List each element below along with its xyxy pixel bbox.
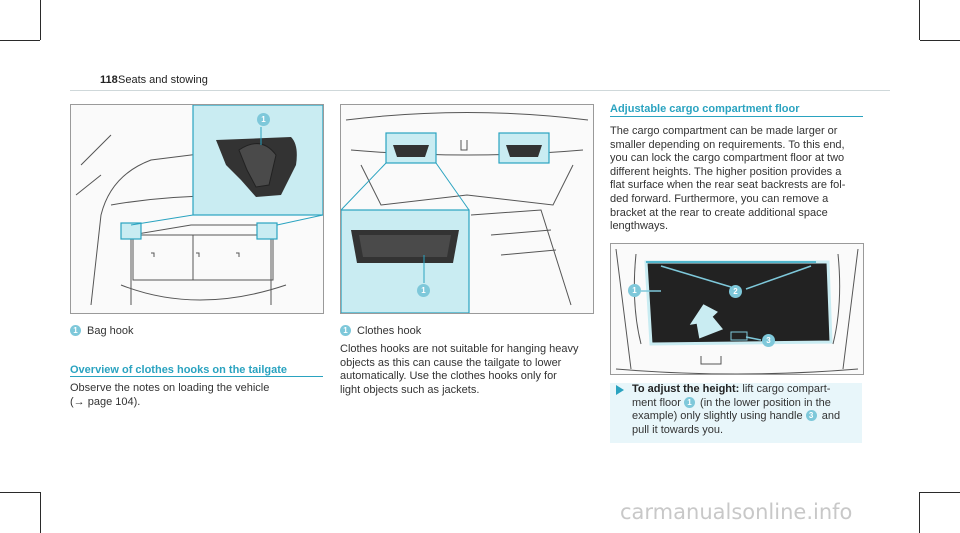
body-line: lengthways. xyxy=(610,220,669,233)
watermark: carmanualsonline.info xyxy=(620,500,853,524)
crop-mark xyxy=(919,0,920,40)
section-divider xyxy=(70,376,323,377)
step-text: and xyxy=(818,410,841,423)
figure-callout-badge: 2 xyxy=(729,285,742,298)
instruction-step-box xyxy=(610,383,862,443)
step-text: (in the lower position in the xyxy=(696,396,831,409)
body-line: you can lock the cargo compartment floor… xyxy=(610,152,845,165)
step-text: example) only slightly using handle xyxy=(632,410,806,423)
step-text: lift cargo compart- xyxy=(739,383,831,395)
step-text: ment floor xyxy=(632,396,684,409)
figure-caption: 1 Clothes hook xyxy=(340,325,421,337)
step-line: ment floor 1 (in the lower position in t… xyxy=(632,396,857,411)
body-line: ded forward. Furthermore, you can remove… xyxy=(610,192,829,205)
step-label: To adjust the height: xyxy=(632,383,740,395)
crop-mark xyxy=(920,40,960,41)
figure-callout-badge: 3 xyxy=(762,334,775,347)
step-arrow-icon xyxy=(616,385,624,395)
step-line: pull it towards you. xyxy=(632,423,724,436)
page-header-title: Seats and stowing xyxy=(118,74,208,86)
body-line: smaller depending on requirements. To th… xyxy=(610,138,845,151)
instruction-step: To adjust the height: lift cargo compart… xyxy=(632,383,857,437)
step-line: example) only slightly using handle 3 an… xyxy=(632,410,857,424)
figure-callout-badge: 1 xyxy=(628,284,641,297)
inline-badge: 1 xyxy=(683,396,695,408)
page-number: 118 xyxy=(100,74,118,86)
body-line: The cargo compartment can be made larger… xyxy=(610,125,838,137)
body-line: Clothes hooks are not suitable for hangi… xyxy=(340,343,579,355)
crop-mark xyxy=(920,492,960,493)
header-divider xyxy=(70,90,890,91)
body-line: light objects such as jackets. xyxy=(340,383,480,396)
crop-mark xyxy=(0,492,40,493)
figure-caption: 1 Bag hook xyxy=(70,325,133,337)
bag-hook-illustration: 1 xyxy=(70,104,324,314)
caption-badge: 1 xyxy=(70,325,81,336)
body-line: bracket at the rear to create additional… xyxy=(610,206,828,219)
body-paragraph: The cargo compartment can be made larger… xyxy=(610,125,870,234)
step-line: To adjust the height: lift cargo compart… xyxy=(632,383,857,397)
crop-mark xyxy=(40,492,41,533)
section-heading: Overview of clothes hooks on the tailgat… xyxy=(70,364,287,376)
body-paragraph: Observe the notes on loading the vehicle… xyxy=(70,382,325,409)
body-line: Observe the notes on loading the vehicle xyxy=(70,382,270,394)
figure-callout-badge: 1 xyxy=(257,113,270,126)
caption-text: Clothes hook xyxy=(357,325,422,337)
inline-badge: 3 xyxy=(805,410,817,422)
section-divider xyxy=(610,116,863,117)
crop-mark xyxy=(919,492,920,533)
clothes-hook-illustration: 1 xyxy=(340,104,594,314)
body-line: different heights. The higher position p… xyxy=(610,165,842,178)
body-line: flat surface when the rear seat backrest… xyxy=(610,179,846,192)
body-line: automatically. Use the clothes hooks onl… xyxy=(340,370,557,383)
figure-callout-badge: 1 xyxy=(417,284,430,297)
section-heading: Adjustable cargo compartment floor xyxy=(610,103,800,115)
body-paragraph: Clothes hooks are not suitable for hangi… xyxy=(340,343,600,397)
cargo-floor-illustration: 1 2 3 xyxy=(610,243,864,375)
crop-mark xyxy=(0,40,40,41)
caption-text: Bag hook xyxy=(87,325,134,337)
crop-mark xyxy=(40,0,41,40)
caption-badge: 1 xyxy=(340,325,351,336)
body-line: objects as this can cause the tailgate t… xyxy=(340,356,562,369)
page-reference-link[interactable]: (→ page 104). xyxy=(70,395,141,408)
